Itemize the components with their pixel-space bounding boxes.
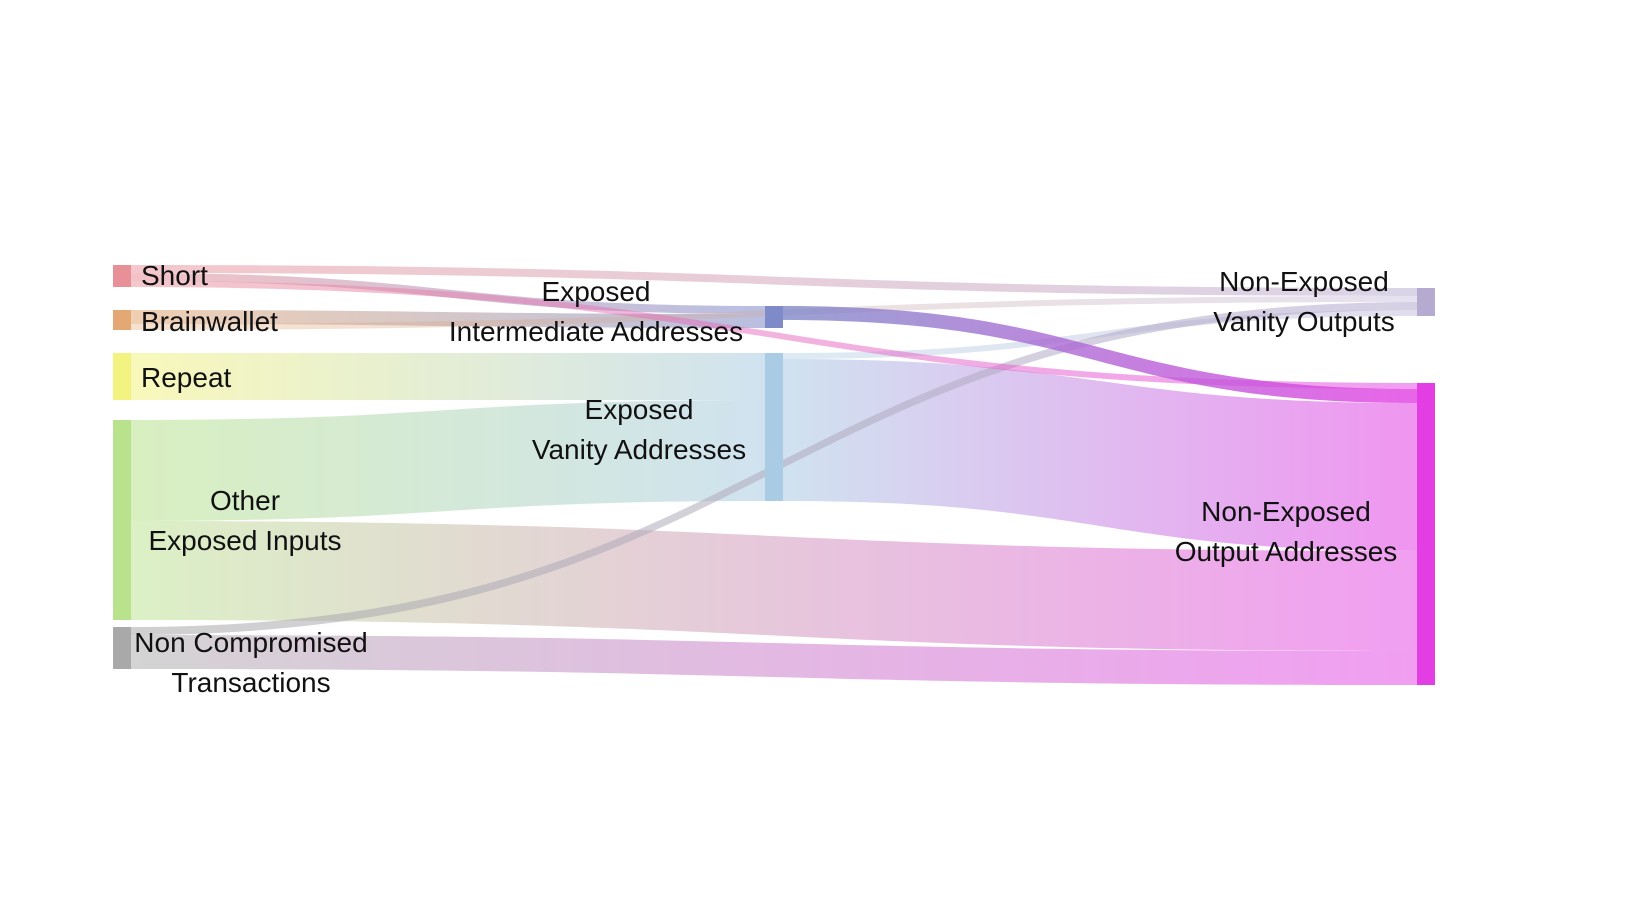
flow-vanity_mid-to-output_right <box>783 359 1417 551</box>
node-noncomp <box>113 627 131 669</box>
flow-other-to-vanity_mid <box>131 400 765 521</box>
flow-noncomp-to-output_right <box>131 635 1417 685</box>
node-other <box>113 420 131 620</box>
flow-short-to-output_right <box>131 281 1417 389</box>
flow-vanity_mid-to-vanity_right <box>783 310 1417 359</box>
node-label-repeat: Repeat <box>141 362 232 393</box>
node-label-short: Short <box>141 260 208 291</box>
node-short <box>113 265 131 287</box>
node-brainwallet <box>113 310 131 330</box>
node-vanity_right <box>1417 288 1435 316</box>
flow-other-to-output_right <box>131 521 1417 651</box>
node-vanity_mid <box>765 353 783 501</box>
node-repeat <box>113 353 131 400</box>
node-interm <box>765 306 783 328</box>
node-output_right <box>1417 383 1435 685</box>
node-label-brainwallet: Brainwallet <box>141 306 278 337</box>
flow-repeat-to-vanity_mid <box>131 353 765 400</box>
flow-short-to-vanity_right <box>131 265 1417 296</box>
flow-interm-to-output_right <box>783 306 1417 403</box>
